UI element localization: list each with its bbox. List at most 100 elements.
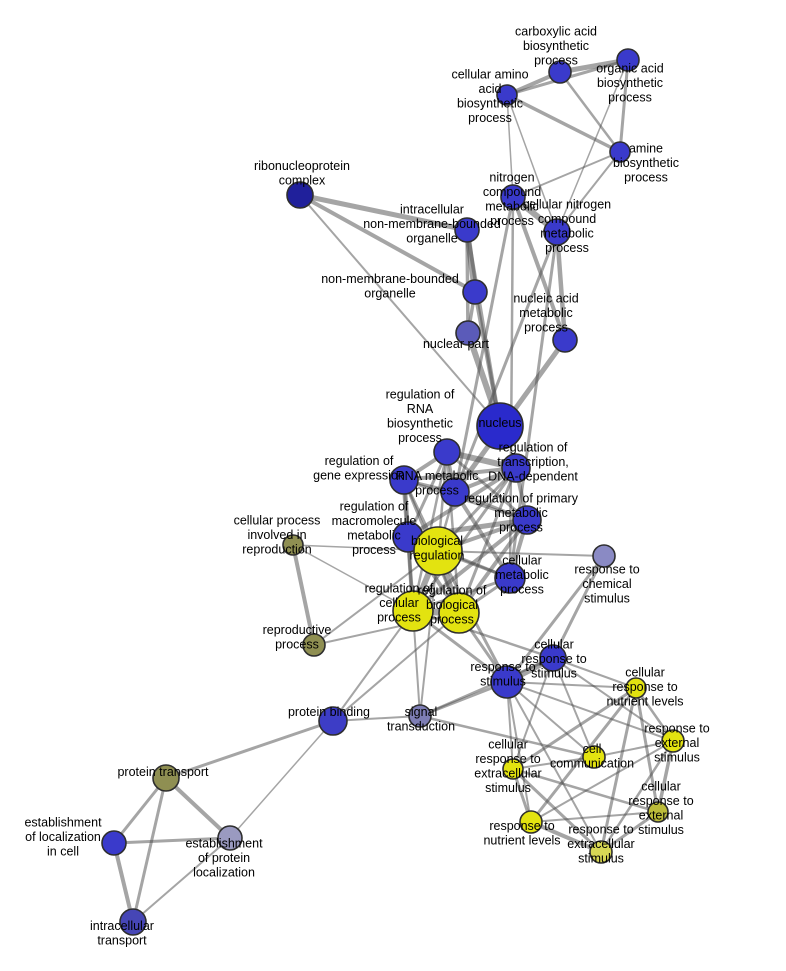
edge-cellular_response_stimulus--cell_communication [552,657,595,758]
edge-rnp_complex--intracellular_nmb_organelle [297,192,470,233]
node-cellular_response_external[interactable] [647,801,669,823]
node-response_chemical_stimulus[interactable] [592,544,616,568]
edge-response_stimulus--response_extracellular_stimulus [506,681,602,853]
edge-cellular_response_extracellular--response_extracellular_stimulus [511,767,603,854]
node-protein_binding[interactable] [318,706,348,736]
edge-response_stimulus--response_external_stimulus [506,681,674,742]
edge-cellular_amino_acid_bp--amine_bp [505,93,622,154]
node-establishment_localization_cell[interactable] [101,830,127,856]
edge-response_nutrient_levels--response_extracellular_stimulus [529,820,603,854]
node-amine_bp[interactable] [609,141,631,163]
edge-reg_primary_mp--reg_cellular_process [411,518,529,613]
node-response_stimulus[interactable] [490,665,524,699]
node-cellular_nitrogen_compound_mp[interactable] [543,218,571,246]
node-organic_acid_bp[interactable] [616,48,640,72]
edge-cellular_amino_acid_bp--nitrogen_compound_mp [506,94,514,198]
edge-intracellular_nmb_organelle--nuclear_part [465,228,470,335]
edge-cellular_response_nutrient--cellular_response_extracellular [511,686,638,771]
node-nuclear_part[interactable] [455,320,481,346]
node-rnp_complex[interactable] [286,181,314,209]
label-nucleus: nucleus [478,416,521,430]
node-nucleus[interactable] [476,402,524,450]
node-carboxylic_acid_bp[interactable] [548,60,572,84]
node-reg_primary_mp[interactable] [512,505,542,535]
edge-cellular_response_stimulus--cellular_response_extracellular [512,657,554,770]
node-signal_transduction[interactable] [408,704,432,728]
node-protein_transport[interactable] [152,764,180,792]
node-nucleic_acid_mp[interactable] [552,327,578,353]
edge-reg_transcription--reg_cellular_process [411,466,518,613]
edge-response_external_stimulus--cell_communication [593,740,674,758]
node-intracellular_transport[interactable] [119,908,147,936]
node-cellular_amino_acid_bp[interactable] [496,84,518,106]
node-reproductive_process[interactable] [302,633,326,657]
node-cellular_response_extracellular[interactable] [502,758,524,780]
node-reg_biological_process[interactable] [438,592,480,634]
node-nitrogen_compound_mp[interactable] [500,184,526,210]
edge-amine_bp--cellular_nitrogen_compound_mp [556,151,621,233]
node-cellular_response_nutrient[interactable] [625,677,647,699]
edge-cellular_process_reproduction--reproductive_process [291,543,316,647]
node-cellular_process_reproduction[interactable] [282,534,304,556]
edge-establishment_protein_localization--intracellular_transport [132,837,231,923]
edge-signal_transduction--cellular_response_stimulus [418,656,555,718]
edge-cellular_response_extracellular--cell_communication [512,756,595,770]
node-reg_gene_expression[interactable] [389,465,419,495]
edge-nitrogen_compound_mp--nucleic_acid_mp [511,195,567,342]
edge-rnp_complex--nmb_organelle [298,193,477,294]
edge-response_nutrient_levels--cellular_response_external [530,811,659,823]
node-reg_transcription[interactable] [501,453,531,483]
edge-cellular_process_reproduction--reg_cellular_process [292,544,414,612]
node-cellular_mp[interactable] [494,562,526,594]
edge-reproductive_process--biological_regulation [313,550,439,646]
edge-protein_binding--establishment_protein_localization [229,720,334,839]
label-nuclear_part: nuclear part [423,337,490,351]
node-reg_cellular_process[interactable] [392,590,434,632]
edge-protein_binding--reg_biological_process [332,612,460,722]
node-establishment_protein_localization[interactable] [217,825,243,851]
edge-cellular_response_nutrient--cellular_response_external [634,686,660,814]
node-response_nutrient_levels[interactable] [519,810,543,834]
node-response_external_stimulus[interactable] [661,729,685,753]
edge-establishment_localization_cell--establishment_protein_localization [112,836,232,845]
label-protein_transport: protein transport [117,765,209,779]
edge-response_external_stimulus--response_extracellular_stimulus [599,739,675,854]
edge-signal_transduction--cell_communication [418,714,596,759]
edge-response_chemical_stimulus--biological_regulation [437,550,605,557]
edge-rnp_complex--nucleus [299,194,501,427]
node-layer [101,48,685,936]
node-biological_regulation[interactable] [413,526,463,576]
node-nmb_organelle[interactable] [462,279,488,305]
node-cellular_response_stimulus[interactable] [539,644,567,672]
node-rna_mp[interactable] [440,477,470,507]
node-intracellular_nmb_organelle[interactable] [454,217,480,243]
node-response_extracellular_stimulus[interactable] [589,840,613,864]
node-reg_rna_bp[interactable] [433,438,461,466]
node-cell_communication[interactable] [582,745,606,769]
